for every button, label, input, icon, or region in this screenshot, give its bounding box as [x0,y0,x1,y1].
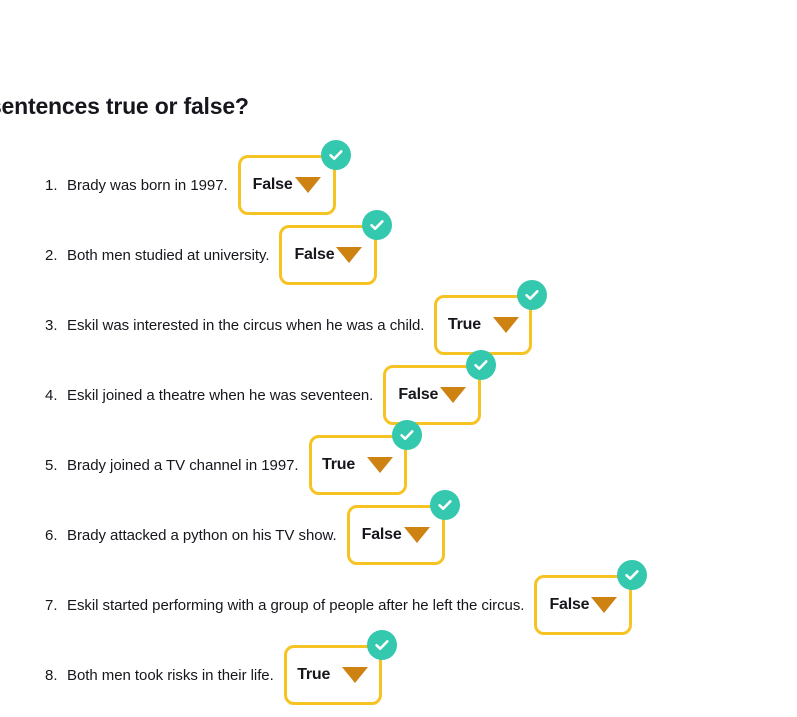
question-line: 2. Both men studied at university. False [45,210,393,285]
question-number: 2. [45,246,58,264]
question-row: 1. Brady was born in 1997. False [0,140,797,225]
answer-value: False [549,596,590,613]
answer-dropdown-4[interactable]: False [383,365,482,425]
question-text: Eskil started performing with a group of… [67,596,525,614]
question-row: 4. Eskil joined a theatre when he was sev… [0,350,797,435]
answer-value: False [398,386,439,403]
answer-value: True [322,456,356,473]
answer-value: False [361,526,402,543]
check-circle-icon [517,280,548,310]
question-line: 6. Brady attacked a python on his TV show… [45,490,460,565]
answer-dropdown-8[interactable]: True [283,645,382,705]
check-circle-icon [466,350,497,380]
answer-dropdown-1[interactable]: False [237,155,336,215]
question-number: 8. [45,666,58,684]
check-circle-icon [320,140,351,170]
check-circle-icon [429,490,460,520]
chevron-down-icon[interactable] [342,667,369,683]
question-row: 5. Brady joined a TV channel in 1997. True [0,420,797,505]
question-row: 2. Both men studied at university. False [0,210,797,295]
answer-value: True [447,316,481,333]
question-line: 5. Brady joined a TV channel in 1997. True [45,420,422,495]
chevron-down-icon[interactable] [403,527,430,543]
question-number: 6. [45,526,58,544]
chevron-down-icon[interactable] [367,457,394,473]
question-number: 5. [45,456,58,474]
question-text: Brady was born in 1997. [67,176,228,194]
answer-wrapper: True [283,630,397,705]
question-number: 7. [45,596,58,614]
chevron-down-icon[interactable] [336,247,363,263]
answer-wrapper: False [534,560,648,635]
chevron-down-icon[interactable] [294,177,321,193]
answer-dropdown-3[interactable]: True [434,295,533,355]
answer-wrapper: False [383,350,497,425]
answer-wrapper: False [279,210,393,285]
answer-dropdown-5[interactable]: True [308,435,407,495]
answer-value: False [252,176,293,193]
question-row: 3. Eskil was interested in the circus whe… [0,280,797,365]
question-number: 1. [45,176,58,194]
question-row: 8. Both men took risks in their life. True [0,630,797,715]
answer-value: False [294,246,335,263]
question-text: Brady attacked a python on his TV show. [67,526,337,544]
page-title: ese sentences true or false? [0,93,249,120]
check-circle-icon [366,630,397,660]
question-list: 1. Brady was born in 1997. False 2. Both men… [0,140,797,715]
question-number: 3. [45,316,58,334]
question-line: 3. Eskil was interested in the circus whe… [45,280,548,355]
question-row: 7. Eskil started performing with a group … [0,560,797,645]
question-text: Eskil joined a theatre when he was seven… [67,386,374,404]
check-circle-icon [362,210,393,240]
answer-wrapper: False [237,140,351,215]
answer-wrapper: True [434,280,548,355]
answer-dropdown-6[interactable]: False [346,505,445,565]
question-row: 6. Brady attacked a python on his TV show… [0,490,797,575]
check-circle-icon [391,420,422,450]
question-text: Both men took risks in their life. [67,666,274,684]
question-text: Eskil was interested in the circus when … [67,316,425,334]
chevron-down-icon[interactable] [492,317,519,333]
question-line: 4. Eskil joined a theatre when he was sev… [45,350,497,425]
answer-dropdown-2[interactable]: False [279,225,378,285]
chevron-down-icon[interactable] [591,597,618,613]
question-line: 1. Brady was born in 1997. False [45,140,351,215]
chevron-down-icon[interactable] [440,387,467,403]
answer-value: True [297,666,331,683]
answer-wrapper: False [346,490,460,565]
question-line: 7. Eskil started performing with a group … [45,560,648,635]
check-circle-icon [617,560,648,590]
question-number: 4. [45,386,58,404]
question-line: 8. Both men took risks in their life. True [45,630,397,705]
answer-wrapper: True [308,420,422,495]
answer-dropdown-7[interactable]: False [534,575,633,635]
question-text: Both men studied at university. [67,246,270,264]
question-text: Brady joined a TV channel in 1997. [67,456,299,474]
